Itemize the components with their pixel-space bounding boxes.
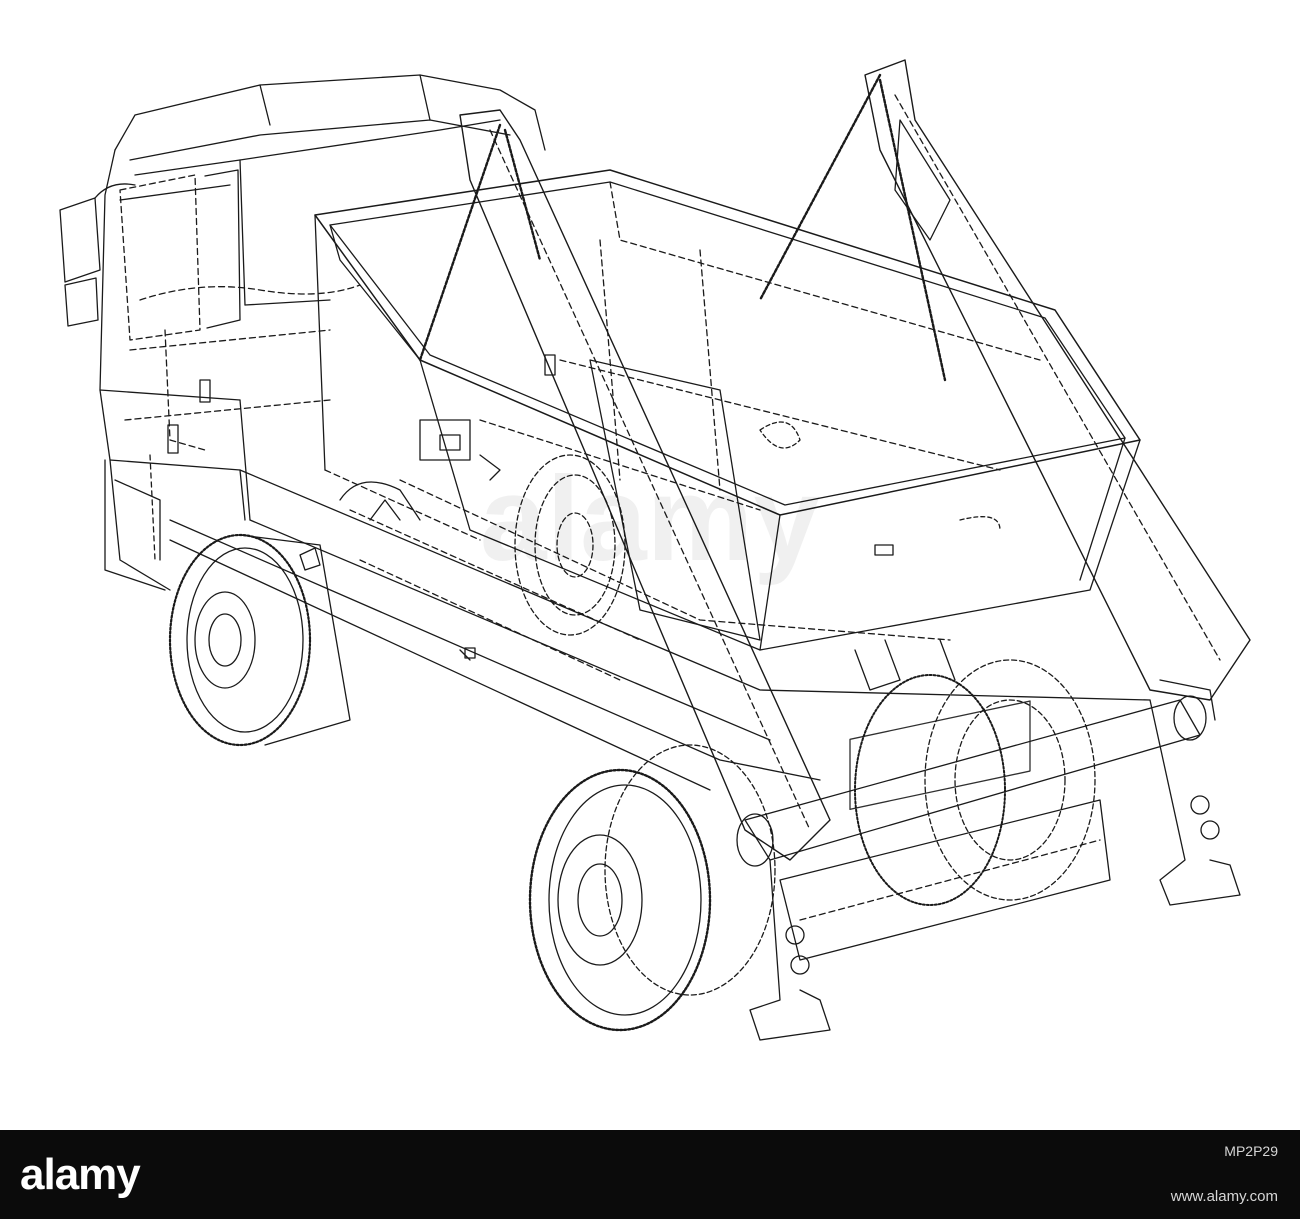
front-wheel [168,533,351,747]
hidden-wheel [514,454,626,636]
lift-arms [459,59,1251,861]
site-url[interactable]: www.alamy.com [1170,1188,1278,1205]
stabilizer-legs [749,699,1241,1041]
image-canvas: alamy [59,59,1251,1041]
stock-footer-bar: alamy MP2P29 www.alamy.com [0,1130,1300,1219]
truck-wireframe-drawing: alamy [59,59,1251,1041]
chassis-frame [169,419,1151,791]
alamy-logo[interactable]: alamy [20,1150,141,1200]
frame-details [299,499,1216,721]
rear-crossbeam [736,695,1207,961]
rear-wheels [528,659,1096,1032]
lift-chains [418,73,947,382]
image-id: MP2P29 [1224,1143,1278,1159]
cab [59,74,546,591]
watermark-text: alamy [480,452,821,586]
brand-wordmark: alamy [20,1150,141,1199]
